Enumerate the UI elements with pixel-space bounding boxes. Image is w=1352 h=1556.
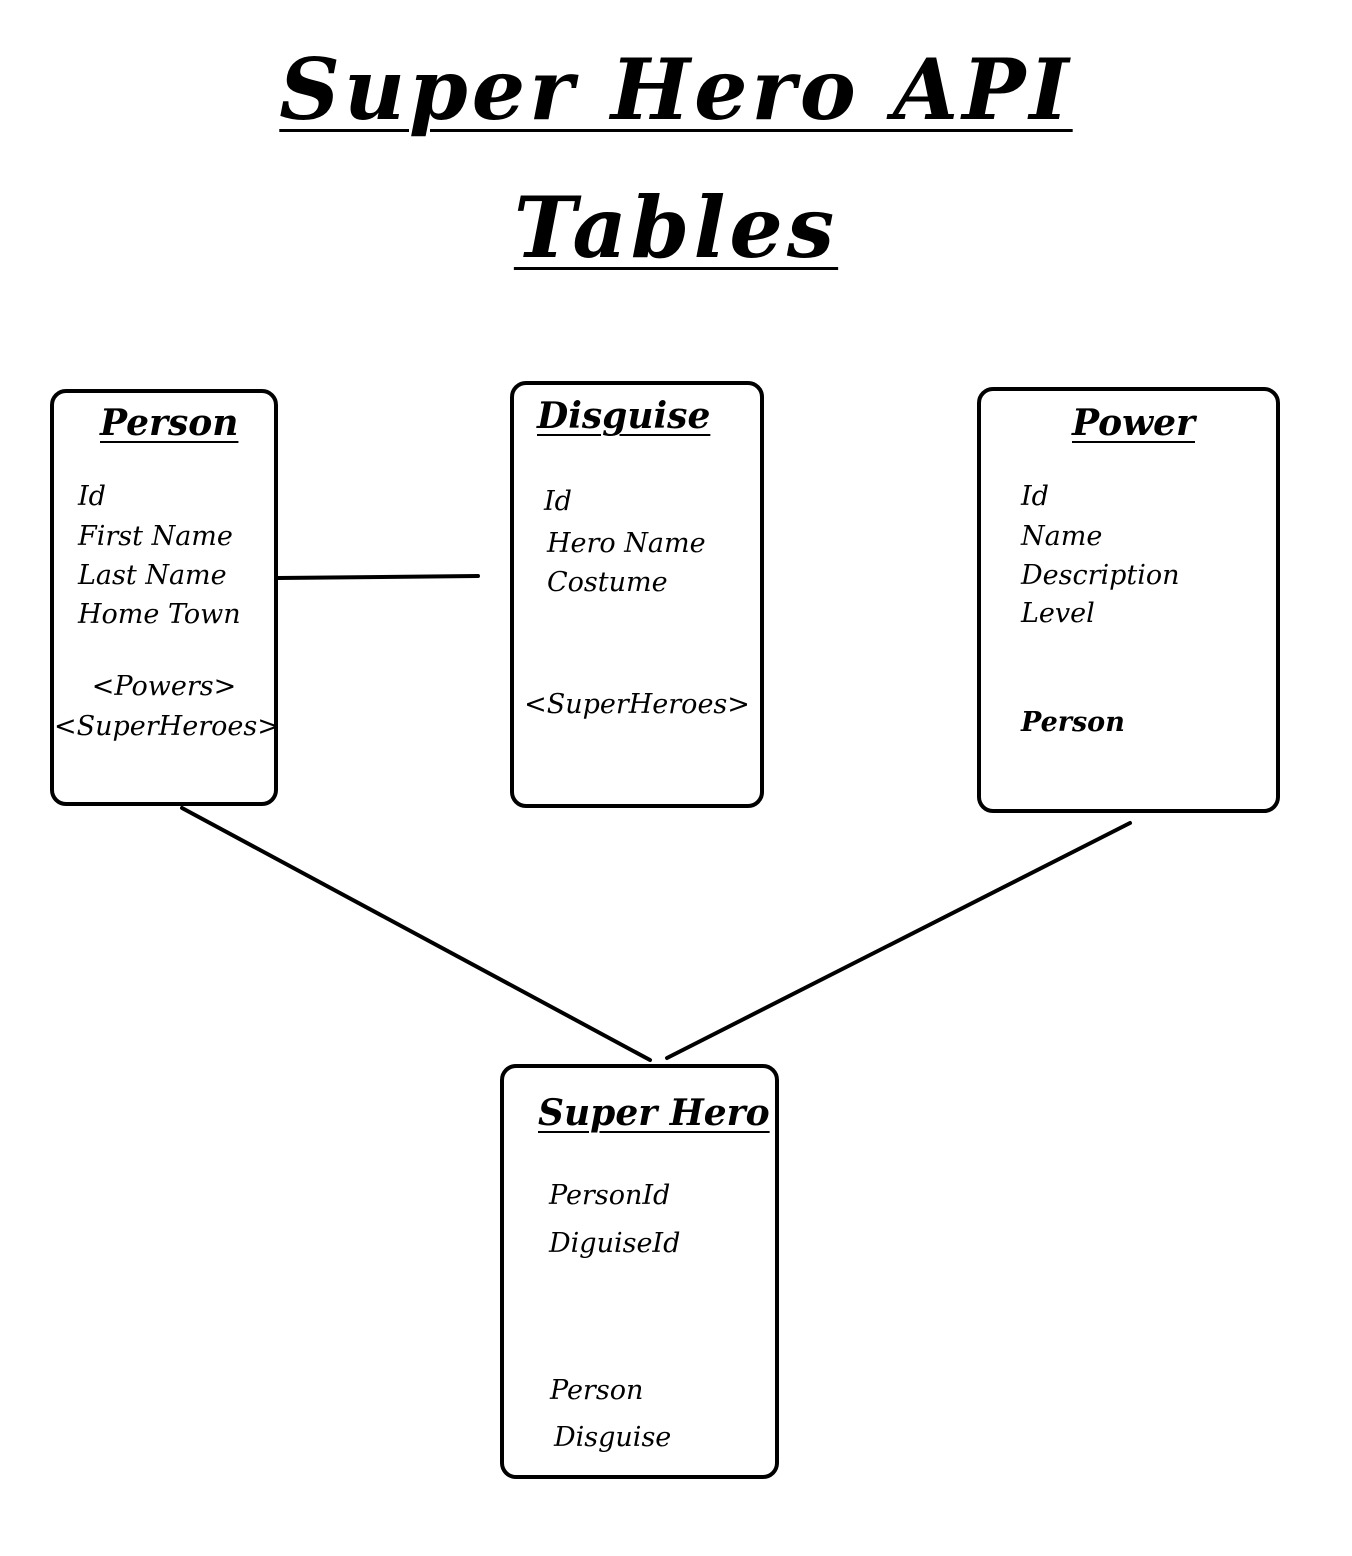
- power-superhero-line: [665, 821, 1132, 1060]
- power-table-name: Power: [1072, 402, 1195, 444]
- person-field-last-name: Last Name: [78, 560, 227, 591]
- disguise-table: [510, 381, 764, 808]
- power-field-id: Id: [1021, 481, 1049, 512]
- superhero-nav-person: Person: [550, 1375, 644, 1406]
- diagram-title: Super Hero API: [279, 40, 1073, 139]
- person-nav-superheroes: <SuperHeroes>: [54, 711, 280, 742]
- disguise-table-name: Disguise: [537, 395, 711, 437]
- person-nav-powers: <Powers>: [91, 671, 237, 702]
- superhero-table: [500, 1064, 779, 1479]
- disguise-nav-superheroes: <SuperHeroes>: [524, 689, 750, 720]
- person-field-home-town: Home Town: [78, 599, 241, 630]
- power-field-description: Description: [1021, 560, 1180, 591]
- person-superhero-line: [180, 806, 652, 1062]
- superhero-nav-disguise: Disguise: [554, 1422, 672, 1453]
- person-disguise-line: [276, 574, 480, 580]
- power-field-level: Level: [1021, 598, 1095, 629]
- superhero-field-diguise-id: DiguiseId: [549, 1228, 681, 1259]
- disguise-field-hero-name: Hero Name: [547, 528, 706, 559]
- power-nav-person: Person: [1021, 707, 1125, 738]
- disguise-field-id: Id: [544, 486, 572, 517]
- person-table: [50, 389, 278, 806]
- person-field-first-name: First Name: [78, 521, 233, 552]
- person-field-id: Id: [78, 481, 106, 512]
- superhero-table-name: Super Hero: [538, 1092, 770, 1134]
- power-field-name: Name: [1021, 521, 1103, 552]
- superhero-field-person-id: PersonId: [549, 1180, 671, 1211]
- power-table: [977, 387, 1280, 813]
- person-table-name: Person: [100, 402, 239, 444]
- disguise-field-costume: Costume: [547, 567, 668, 598]
- diagram-subtitle: Tables: [513, 178, 839, 277]
